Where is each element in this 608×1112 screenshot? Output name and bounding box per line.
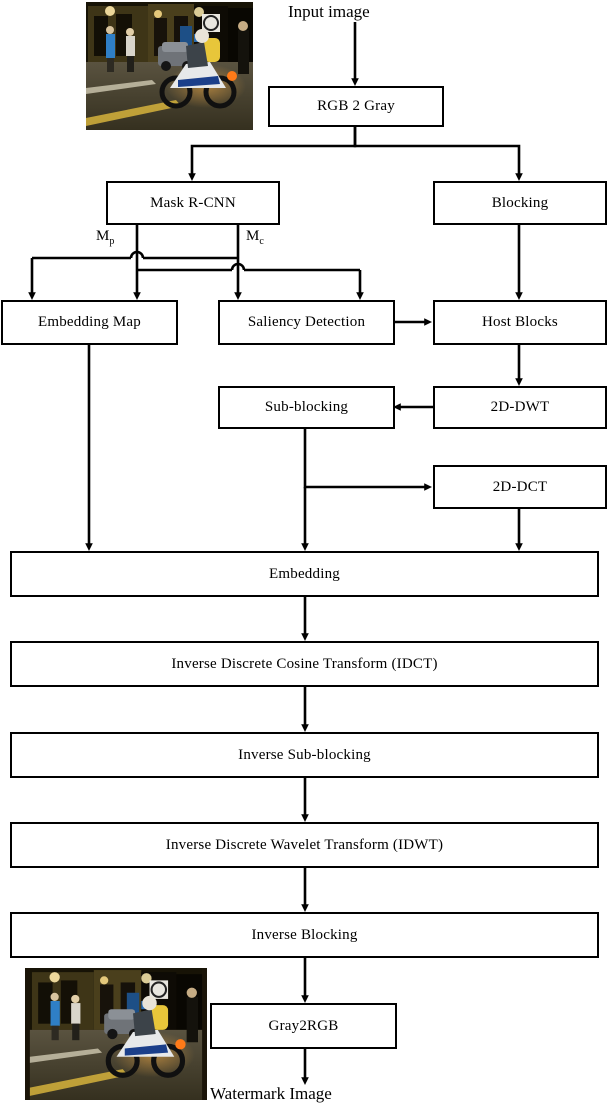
node-gray2rgb-label: Gray2RGB	[268, 1017, 339, 1034]
wire-hop-mc	[230, 262, 246, 271]
node-inverse-blocking-label: Inverse Blocking	[251, 926, 358, 943]
watermark-image-label: Watermark Image	[210, 1084, 332, 1103]
mask-protected-label: Mp	[96, 228, 114, 247]
watermark-photo	[25, 968, 207, 1100]
input-image-label: Input image	[288, 2, 370, 21]
node-saliency-detection[interactable]: Saliency Detection	[218, 300, 395, 345]
mask-content-symbol: M	[246, 228, 260, 244]
node-rgb2gray[interactable]: RGB 2 Gray	[268, 86, 444, 127]
node-blocking-label: Blocking	[491, 194, 549, 211]
node-inverse-sub-blocking-label: Inverse Sub-blocking	[238, 746, 371, 763]
node-idct[interactable]: Inverse Discrete Cosine Transform (IDCT)	[10, 641, 599, 687]
node-mask-rcnn[interactable]: Mask R-CNN	[106, 181, 280, 225]
node-2d-dwt[interactable]: 2D-DWT	[433, 386, 607, 429]
node-embedding-map[interactable]: Embedding Map	[1, 300, 178, 345]
node-gray2rgb[interactable]: Gray2RGB	[210, 1003, 397, 1049]
watermark-photo-art	[29, 968, 203, 1100]
node-rgb2gray-label: RGB 2 Gray	[317, 98, 395, 115]
node-inverse-sub-blocking[interactable]: Inverse Sub-blocking	[10, 732, 599, 778]
node-host-blocks[interactable]: Host Blocks	[433, 300, 607, 345]
node-2d-dct-label: 2D-DCT	[492, 478, 548, 495]
node-saliency-detection-label: Saliency Detection	[247, 314, 366, 331]
node-2d-dwt-label: 2D-DWT	[490, 399, 550, 416]
edge-rgb2gray-to-blocking	[353, 126, 523, 182]
edge-rgb2gray-to-maskrcnn	[188, 126, 357, 182]
node-idct-label: Inverse Discrete Cosine Transform (IDCT)	[171, 655, 438, 672]
node-idwt[interactable]: Inverse Discrete Wavelet Transform (IDWT…	[10, 822, 599, 868]
node-sub-blocking-label: Sub-blocking	[264, 399, 349, 416]
input-photo	[86, 2, 253, 130]
node-idwt-label: Inverse Discrete Wavelet Transform (IDWT…	[165, 836, 444, 853]
node-sub-blocking[interactable]: Sub-blocking	[218, 386, 395, 429]
node-embedding[interactable]: Embedding	[10, 551, 599, 597]
mask-protected-symbol: M	[96, 228, 110, 244]
wire-hop-mp	[129, 250, 145, 259]
node-host-blocks-label: Host Blocks	[482, 314, 558, 331]
node-embedding-map-label: Embedding Map	[37, 314, 141, 331]
node-mask-rcnn-label: Mask R-CNN	[150, 194, 236, 211]
mask-content-subscript: c	[259, 236, 264, 247]
mask-protected-subscript: p	[109, 236, 115, 247]
node-embedding-label: Embedding	[269, 565, 340, 582]
input-photo-art	[86, 2, 253, 130]
edge-subblock-to-dct	[303, 428, 433, 491]
node-blocking[interactable]: Blocking	[433, 181, 607, 225]
node-inverse-blocking[interactable]: Inverse Blocking	[10, 912, 599, 958]
mask-content-label: Mc	[246, 228, 264, 247]
node-2d-dct[interactable]: 2D-DCT	[433, 465, 607, 509]
